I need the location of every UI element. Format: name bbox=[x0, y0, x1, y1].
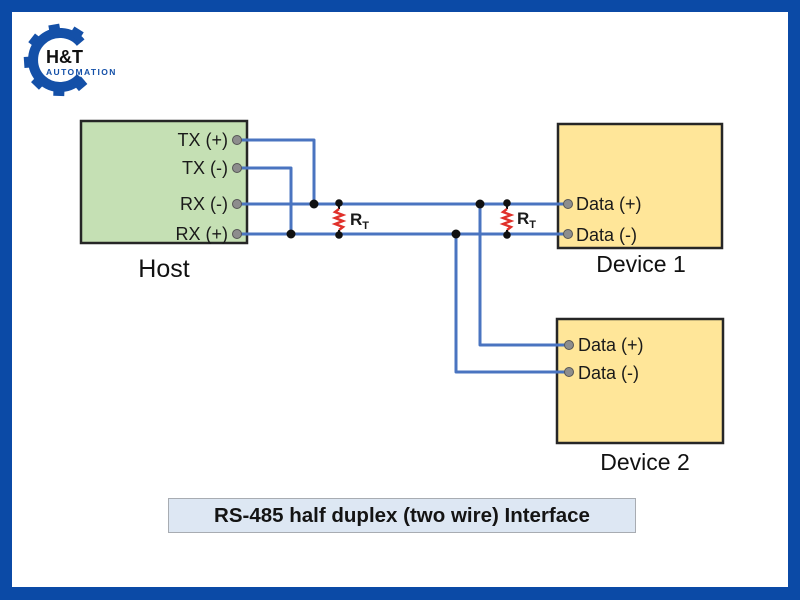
caption-text: RS-485 half duplex (two wire) Interface bbox=[214, 503, 590, 527]
host-pin-tx-plus bbox=[232, 135, 242, 145]
junction-dot bbox=[503, 231, 511, 239]
device-2-pin-data-plus-label: Data (+) bbox=[578, 335, 644, 355]
device-2-block: Data (+) Data (-) Device 2 bbox=[555, 317, 725, 475]
termination-resistor-2: RT bbox=[499, 203, 536, 235]
resistor-2-label-main: R bbox=[517, 209, 529, 228]
canvas-frame bbox=[12, 12, 788, 587]
logo: H&T AUTOMATION bbox=[23, 23, 117, 97]
junction-dot bbox=[451, 229, 461, 239]
device-1-pin-data-minus bbox=[563, 229, 573, 239]
junction-dot bbox=[335, 199, 343, 207]
host-pin-rx-minus bbox=[232, 199, 242, 209]
device-2-box bbox=[555, 317, 725, 445]
device-1-pin-data-plus bbox=[563, 199, 573, 209]
wire-tx-plus bbox=[237, 138, 316, 204]
wiring bbox=[237, 138, 568, 374]
resistor-2-zigzag bbox=[499, 208, 515, 231]
resistor-1-label-main: R bbox=[350, 210, 362, 229]
device-2-pin-data-minus-label: Data (-) bbox=[578, 363, 639, 383]
resistor-1-zigzag bbox=[331, 208, 347, 231]
diagram-caption: RS-485 half duplex (two wire) Interface bbox=[168, 498, 636, 533]
device-1-block: Data (+) Data (-) Device 1 bbox=[556, 122, 724, 277]
host-pin-tx-minus bbox=[232, 163, 242, 173]
junction-dot bbox=[335, 231, 343, 239]
device-1-pin-data-plus-label: Data (+) bbox=[576, 194, 642, 214]
device-1-box bbox=[556, 122, 724, 250]
device-1-label: Device 1 bbox=[596, 251, 685, 277]
wire-device-2-data-plus bbox=[478, 204, 568, 347]
junction-dot bbox=[309, 199, 319, 209]
logo-brand: H&T bbox=[46, 47, 83, 67]
junction-dot bbox=[503, 199, 511, 207]
resistor-1-label: RT bbox=[350, 210, 369, 232]
host-pin-tx-minus-label: TX (-) bbox=[182, 158, 228, 178]
host-pin-rx-plus bbox=[232, 229, 242, 239]
pin-terminals bbox=[232, 135, 574, 377]
host-pin-tx-plus-label: TX (+) bbox=[177, 130, 228, 150]
resistor-1-label-sub: T bbox=[362, 220, 369, 232]
junction-dot bbox=[475, 199, 485, 209]
device-2-label: Device 2 bbox=[600, 449, 689, 475]
host-block: TX (+) TX (-) RX (-) RX (+) Host bbox=[79, 119, 249, 283]
logo-tagline: AUTOMATION bbox=[46, 67, 117, 77]
wire-device-2-data-minus bbox=[454, 234, 568, 374]
resistor-2-label-sub: T bbox=[529, 219, 536, 231]
device-1-pin-data-minus-label: Data (-) bbox=[576, 225, 637, 245]
host-label: Host bbox=[138, 255, 189, 283]
host-box bbox=[79, 119, 249, 245]
device-2-pin-data-minus bbox=[564, 367, 574, 377]
host-pin-rx-minus-label: RX (-) bbox=[180, 194, 228, 214]
termination-resistor-1: RT bbox=[331, 203, 369, 235]
gear-icon bbox=[23, 23, 88, 97]
device-2-pin-data-plus bbox=[564, 340, 574, 350]
junctions bbox=[286, 199, 511, 239]
wire-tx-minus bbox=[237, 166, 293, 234]
host-pin-rx-plus-label: RX (+) bbox=[175, 224, 228, 244]
junction-dot bbox=[286, 229, 296, 239]
resistor-2-label: RT bbox=[517, 209, 536, 231]
